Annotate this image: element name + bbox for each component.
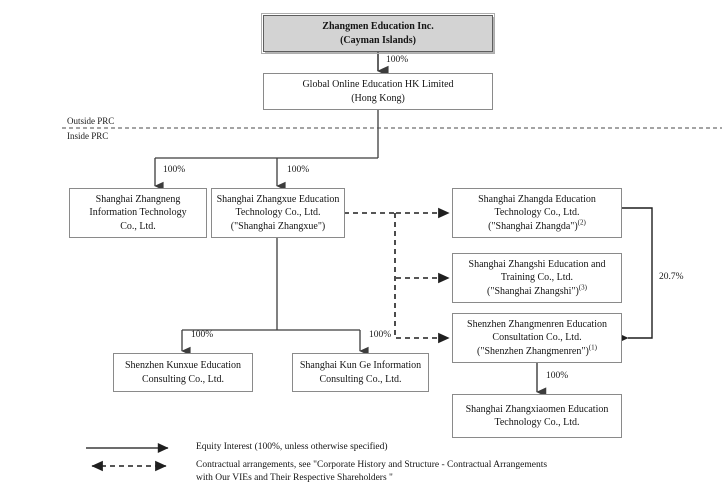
edge-label-hk-to-zhangxue: 100% [287, 165, 310, 175]
label-outside-prc: Outside PRC [67, 116, 115, 126]
node-label: Shanghai Zhangxue Education Technology C… [216, 193, 340, 232]
node-label: Shenzhen Kunxue Education Consulting Co.… [124, 360, 242, 385]
node-shanghai-zhangneng[interactable]: Shanghai Zhangneng Information Technolog… [69, 188, 207, 238]
node-label: Shanghai Zhangxiaomen Education Technolo… [465, 403, 609, 429]
node-shanghai-zhangxiaomen[interactable]: Shanghai Zhangxiaomen Education Technolo… [452, 394, 622, 438]
node-label: Global Online Education HK Limited (Hong… [302, 79, 454, 104]
footnote-marker: (1) [588, 343, 597, 352]
node-global-online-education-hk[interactable]: Global Online Education HK Limited (Hong… [263, 73, 493, 110]
node-shenzhen-kunxue[interactable]: Shenzhen Kunxue Education Consulting Co.… [113, 353, 253, 392]
node-shenzhen-zhangmenren[interactable]: Shenzhen Zhangmenren Education Consultat… [452, 313, 622, 363]
label-inside-prc: Inside PRC [67, 131, 109, 141]
node-label: Shanghai Zhangneng Information Technolog… [89, 193, 187, 232]
node-label: Zhangmen Education Inc. (Cayman Islands) [322, 21, 434, 46]
legend-dashed-text-line1: Contractual arrangements, see "Corporate… [196, 460, 548, 470]
legend-solid-text: Equity Interest (100%, unless otherwise … [196, 442, 388, 452]
edge-label-zhangmenren-to-zhangxiaomen: 100% [546, 371, 569, 381]
node-label: Shenzhen Zhangmenren Education Consultat… [467, 318, 607, 357]
edge-label-root-to-hk: 100% [386, 55, 409, 65]
node-shanghai-zhangxue[interactable]: Shanghai Zhangxue Education Technology C… [211, 188, 345, 238]
footnote-marker: (3) [578, 283, 587, 292]
edge-label-hk-to-zhangneng: 100% [163, 165, 186, 175]
edge-label-zhangda-to-zhangmenren: 20.7% [659, 272, 684, 282]
edge-label-zhangxue-to-kunxue: 100% [191, 330, 214, 340]
node-shanghai-kun-ge[interactable]: Shanghai Kun Ge Information Consulting C… [292, 353, 429, 392]
node-label: Shanghai Kun Ge Information Consulting C… [299, 360, 422, 385]
footnote-marker: (2) [577, 218, 586, 227]
node-shanghai-zhangda[interactable]: Shanghai Zhangda Education Technology Co… [452, 188, 622, 238]
node-shanghai-zhangshi[interactable]: Shanghai Zhangshi Education and Training… [452, 253, 622, 303]
node-label: Shanghai Zhangda Education Technology Co… [478, 193, 596, 232]
legend-dashed-text-line2: with Our VIEs and Their Respective Share… [196, 473, 393, 483]
node-zhangmen-education-inc[interactable]: Zhangmen Education Inc. (Cayman Islands) [261, 13, 495, 54]
edge-label-zhangxue-to-kunge: 100% [369, 330, 392, 340]
node-label: Shanghai Zhangshi Education and Training… [468, 258, 606, 297]
